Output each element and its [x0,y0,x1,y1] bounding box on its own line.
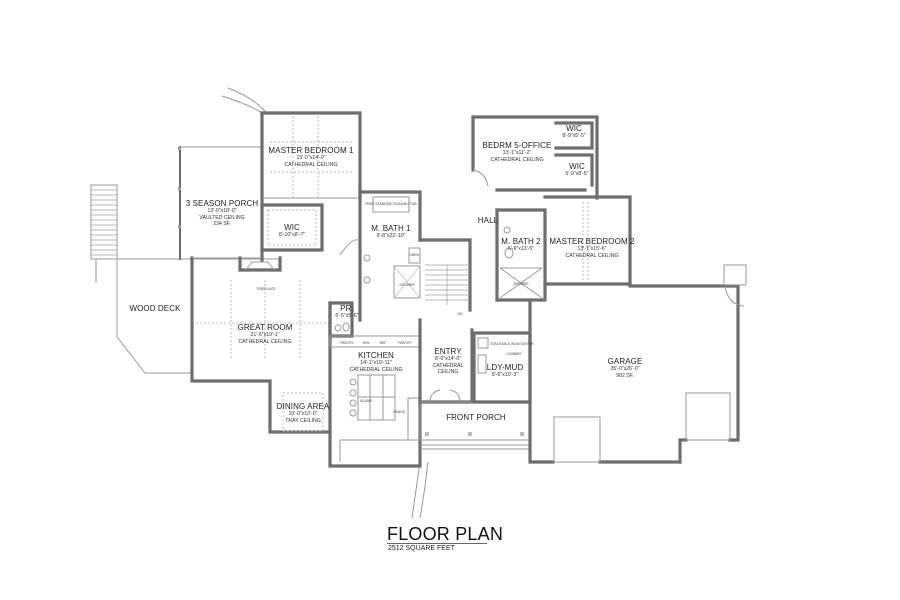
room-pr: PR. 6'-5"x5'-6" [335,304,359,320]
room-great-room: GREAT ROOM 21'-6"x19'-1" CATHEDRAL CEILI… [237,323,293,345]
cubbies-label: CUBBIES [506,352,522,356]
dining-tray-ceiling [282,392,324,432]
room-hall: HALL [477,216,499,225]
refrigerator-label: REF [379,341,387,345]
master-bedroom-1-walls [260,111,362,262]
great-room-walls [190,256,332,434]
curved-walkway-bottom [411,461,429,519]
curved-walkway-top [221,87,267,114]
interior-stairs [418,238,472,312]
island-label: ISLAND [359,399,373,403]
room-bedrm-5-office: BEDRM 5-OFFICE 13'-1"x11'-2" CATHEDRAL C… [482,141,552,163]
wood-deck-outline [95,258,278,374]
fireplace-label: FIREPLACE [256,287,276,291]
room-entry: ENTRY 8'-0"x14'-0" CATHEDRAL CEILING [432,347,464,376]
pantry-2-label: PANTRY [398,341,412,345]
wic-1-walls [260,203,324,252]
front-porch-outline [420,401,531,450]
dishwasher-label: D/W [362,341,370,345]
range-label: RANGE [392,410,406,414]
room-kitchen: KITCHEN 14'-1"x19'-11" CATHEDRAL CEILING [349,351,403,373]
m-bath-2-walls [495,208,547,302]
room-ldy-mud: LDY-MUD 8'-6"x10'-3" [486,363,524,379]
room-dining-area: DINING AREA 10'-0"x10'-0" TRAY CEILING [276,402,330,424]
room-master-bedroom-1: MASTER BEDROOM 1 15'-0"x14'-0" CATHEDRAL… [268,146,354,168]
stackable-washer-dryer-label: STACKABLE WASH DRYER [490,342,534,346]
linen-label: LINEN [409,253,419,257]
master-bedroom-2-walls [543,195,632,286]
room-wic-2: WIC 8'-9"x5'-5" [562,124,586,140]
room-name: MASTER BEDROOM 1 [268,146,354,155]
shower-2-label: SHOWER [513,282,529,286]
room-wood-deck: WOOD DECK [129,304,181,313]
season-porch-walls [178,146,262,260]
room-front-porch: FRONT PORCH [446,413,506,422]
room-m-bath-2: M. BATH 2 6'-9"x13'-5" [501,237,541,253]
garage-walls [528,264,747,464]
bedrm-5-office-walls [471,115,599,200]
room-wic-1: WIC 8'-10"x8'-7" [278,223,306,239]
room-wic-3: WIC 5'-9"x8'-5" [565,162,589,178]
stairs-down-label: DN [457,312,463,316]
plan-title: FLOOR PLAN [387,524,504,544]
room-master-bedroom-2: MASTER BEDROOM 2 13'-1"x15'-6" CATHEDRAL… [549,237,635,259]
room-garage: GARAGE 35'-0"x26'-0" 902 SF. [607,357,643,379]
shower-1-label: SHOWER [399,283,415,287]
free-standing-tub-label: FREE STANDING SOAKING TUB [365,202,417,206]
deck-stairs [90,184,118,260]
title-underline [387,543,487,544]
pantry-1-label: PANTRY [340,341,354,345]
room-3-season-porch: 3 SEASON PORCH 13'-0"x18'-0" VAULTED CEI… [185,199,259,228]
m-bath-1-walls [339,190,422,322]
plan-square-footage: 2512 SQUARE FEET [388,545,455,552]
room-m-bath-1: M. BATH 1 9'-8"x22'-10" [371,224,411,240]
